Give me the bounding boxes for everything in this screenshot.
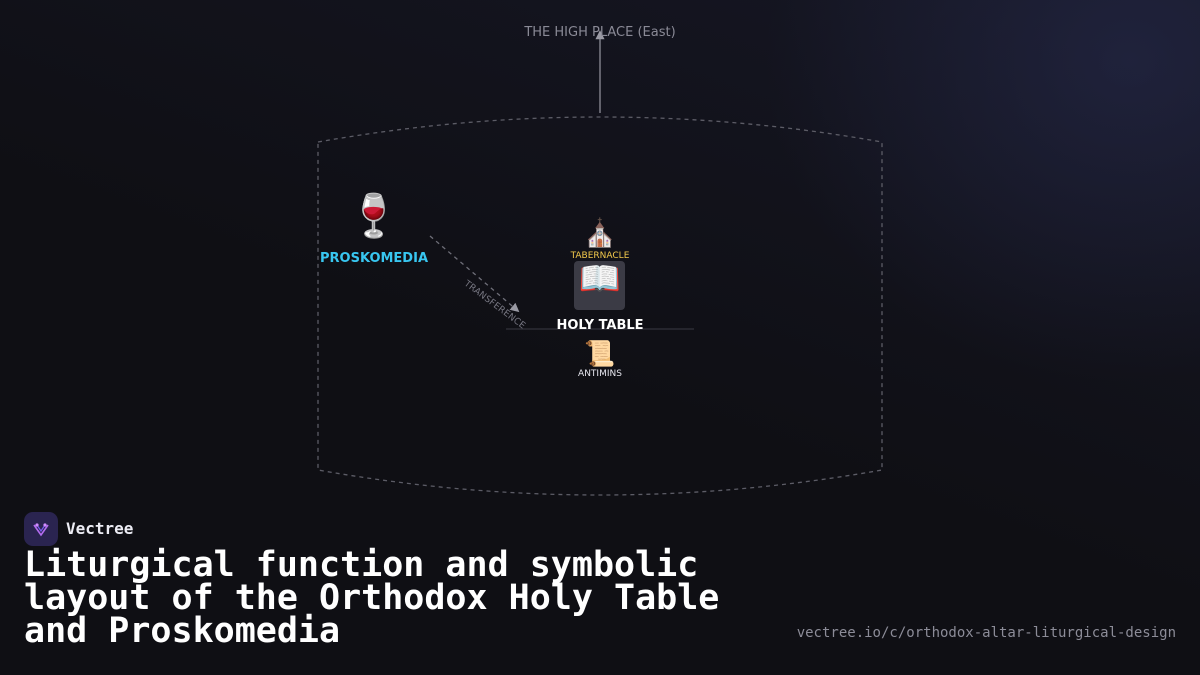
gospel-box [574,261,625,310]
vectree-logo-icon [33,523,49,537]
church-icon: ⛪ [583,218,617,249]
proskomedia-label: PROSKOMEDIA [320,251,428,266]
brand-name: Vectree [66,519,134,538]
antimins-label: ANTIMINS [578,369,622,379]
source-url[interactable]: vectree.io/c/orthodox-altar-liturgical-d… [796,625,1176,641]
page-title: Liturgical function and symbolic layout … [24,545,720,651]
scroll-icon: 📜 [584,339,616,368]
holy-table-label: HOLY TABLE [556,318,644,333]
open-book-icon: 📖 [578,259,622,299]
vectree-logo [24,512,58,546]
transference-arrow [429,235,520,313]
tabernacle-label: TABERNACLE [570,251,630,261]
wine-glass-icon: 🍷 [347,191,401,240]
high-place-label: THE HIGH PLACE (East) [524,25,676,40]
